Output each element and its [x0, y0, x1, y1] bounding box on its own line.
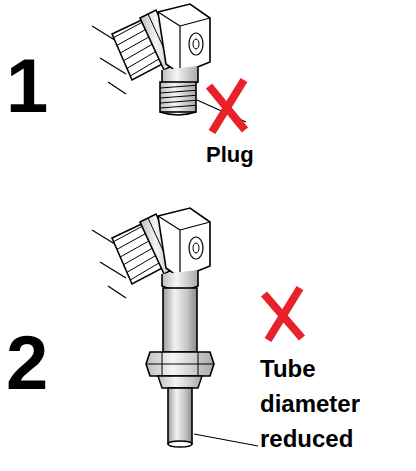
fitting-1 [92, 4, 210, 115]
part-label: Plug [206, 143, 326, 167]
red-cross [209, 80, 245, 132]
callout-number: 1 [6, 48, 76, 124]
leader-line [194, 434, 258, 446]
fitting-2 [92, 208, 214, 447]
callout-number: 2 [6, 325, 76, 401]
red-cross [264, 288, 302, 340]
part-label: Tube diameter reduced [260, 352, 410, 456]
